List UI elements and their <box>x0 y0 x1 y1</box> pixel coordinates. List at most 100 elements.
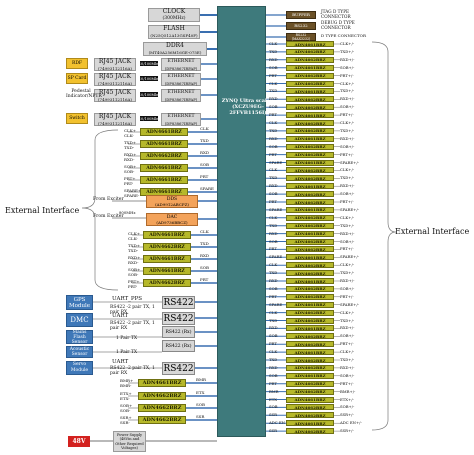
right-output-label: SOB+/- <box>340 64 355 70</box>
rj45-jack-part: (74993112116A) <box>97 65 132 71</box>
from-exciter-1: From Exciter <box>93 197 124 202</box>
signal-label: TXD- <box>124 145 135 150</box>
right-output-label: TXD+/- <box>340 317 355 323</box>
rj45-jack-part: (74993112116A) <box>97 120 132 126</box>
jtag-label: JTAG D TYPE CONNECTOR <box>321 9 351 19</box>
right-output-label: SOB+/- <box>340 143 355 149</box>
fpga-right-signal: SSR <box>269 412 277 418</box>
fpga-right-signal: SPARE <box>269 159 283 165</box>
fpga-right-signal: BMR <box>269 388 279 394</box>
dds-box: DDS (AD9912ABCPZ) <box>146 195 198 208</box>
dds-link-label: 800MHz <box>119 210 136 215</box>
fpga-right-signal: SSR <box>269 428 277 434</box>
right-output-label: TXD+/- <box>340 270 355 276</box>
fpga-right-signal: CLK <box>269 41 278 46</box>
right-output-label: SSR+/- <box>340 412 354 418</box>
fpga-signal-label: BMR <box>196 377 207 382</box>
ethernet-part: (DP83867IRPAP) <box>164 65 198 71</box>
adn-driver: ADN4662BRZ <box>286 364 334 371</box>
acoustic-sensor: Acoustic Sensor <box>66 346 93 358</box>
right-output-label: CLK+/- <box>340 214 355 220</box>
signal-label: SOB- <box>124 169 135 174</box>
right-output-label: PRT+/- <box>340 112 354 118</box>
right-output-label: CLK+/- <box>340 262 355 268</box>
fpga-right-signal: SPARE <box>269 301 283 307</box>
signal-label: TXD+ <box>124 140 137 145</box>
fpga-right-signal: SOB <box>269 238 278 244</box>
right-output-label: SPARE+/- <box>340 206 359 212</box>
clock-box: CLOCK (300MHz) <box>148 8 200 22</box>
fpga-right-signal: ETX <box>269 396 278 402</box>
gps-module: GPS Module <box>66 295 93 310</box>
right-output-label: SPARE+/- <box>340 159 359 165</box>
signal-label: CLK- <box>128 236 138 241</box>
signal-label: SPARE- <box>124 193 140 198</box>
mains-flash-sensor: Mains Flash Sensor <box>66 330 93 345</box>
ethernet-title: ETHERNET <box>167 58 195 64</box>
fpga-right-signal: TXD <box>269 317 278 323</box>
adn-driver: ADN4662BRZ <box>286 167 334 174</box>
adn-driver: ADN4661BRZ <box>286 183 334 190</box>
right-output-label: RXD+/- <box>340 278 355 283</box>
fpga-signal-label: SOB <box>200 265 209 270</box>
gps-uart: UART_PPS <box>112 296 143 302</box>
adn-driver: ADN4662BRZ <box>286 246 334 253</box>
signal-label: CLK+ <box>124 128 137 133</box>
fpga-right-signal: TXD <box>269 48 278 54</box>
right-output-label: RXD+/- <box>340 325 355 331</box>
signal-label: PRT- <box>124 181 134 186</box>
fpga-right-signal: PRT <box>269 151 277 157</box>
fpga-right-signal: PRT <box>269 246 277 252</box>
fpga-signal-label: TXD <box>200 138 209 143</box>
fpga-right-signal: RXD <box>269 278 278 283</box>
fpga-signal-label: CLK <box>200 126 209 131</box>
right-output-label: PRT+/- <box>340 199 354 204</box>
signal-label: CLK- <box>124 133 134 138</box>
adn-driver: ADN4662BRZ <box>286 80 334 87</box>
adn-driver: ADN4661BRZ <box>286 349 334 356</box>
signal-label: SOB- <box>128 272 139 277</box>
adn-driver: ADN4662BRZ <box>286 48 334 55</box>
servo-uart: UART <box>112 359 129 365</box>
right-output-label: SOB+/- <box>340 372 355 378</box>
fpga-right-signal: SOB <box>269 104 278 110</box>
ethernet-title: ETHERNET <box>167 113 195 119</box>
rj45-jack-title: RJ45 JACK <box>98 57 132 65</box>
power-48v: 48V <box>68 436 90 447</box>
rj45-jack-1: RJ45 JACK(74993112116A) <box>94 73 136 86</box>
ethernet-phy-3: ETHERNET(DP83867IRPAP) <box>161 113 201 126</box>
rj45-tag-3: Switch <box>66 113 88 124</box>
right-output-label: PRT+/- <box>340 380 354 386</box>
fpga-right-signal: SOB <box>269 64 278 70</box>
adn-driver: ADN4661BRZ <box>286 135 334 142</box>
fpga-right-signal: PRT <box>269 341 277 347</box>
ethernet-part: (DP83867IRPAP) <box>164 80 198 86</box>
clock-sub: (300MHz) <box>162 16 186 21</box>
right-output-label: ADC EN+/- <box>340 420 362 426</box>
adn-driver: ADN4661BRZ <box>286 372 334 379</box>
adn-driver: ADN4662BRZ <box>286 175 334 182</box>
signal-label: CLK+ <box>128 231 141 236</box>
signal-label: BMR+ <box>120 378 134 383</box>
fpga-right-signal: TXD <box>269 175 278 181</box>
fpga-signal-label: PRT <box>200 174 209 179</box>
signal-label: SPARE+ <box>124 188 142 193</box>
adn-driver: ADN4662BRZ <box>286 96 334 103</box>
signal-label: SOB+ <box>120 403 133 408</box>
right-output-label: RXD+/- <box>340 96 355 102</box>
external-interface-left: External Interface <box>5 206 80 215</box>
adn-driver: ADN4662BRZ <box>286 357 334 363</box>
from-exciter-2: From Exciter <box>93 214 124 219</box>
fpga-right-signal: CLK <box>269 349 278 355</box>
fpga-right-signal: SPARE <box>269 254 283 260</box>
clock-title: CLOCK <box>162 8 186 15</box>
ethernet-phy-0: ETHERNET(DP83867IRPAP) <box>161 58 201 71</box>
ethernet-part: (DP83867IRPAP) <box>164 96 198 102</box>
adn-driver: ADN4662BRZ <box>140 152 188 160</box>
fpga-right-signal: PRT <box>269 293 277 299</box>
adn-driver: ADN4662BRZ <box>286 262 334 269</box>
fpga-right-signal: CLK <box>269 80 278 86</box>
adn-driver: ADN4662BRZ <box>286 151 334 158</box>
adn-driver: ADN4661BRZ <box>286 64 334 71</box>
fpga-right-signal: PRT <box>269 199 277 204</box>
